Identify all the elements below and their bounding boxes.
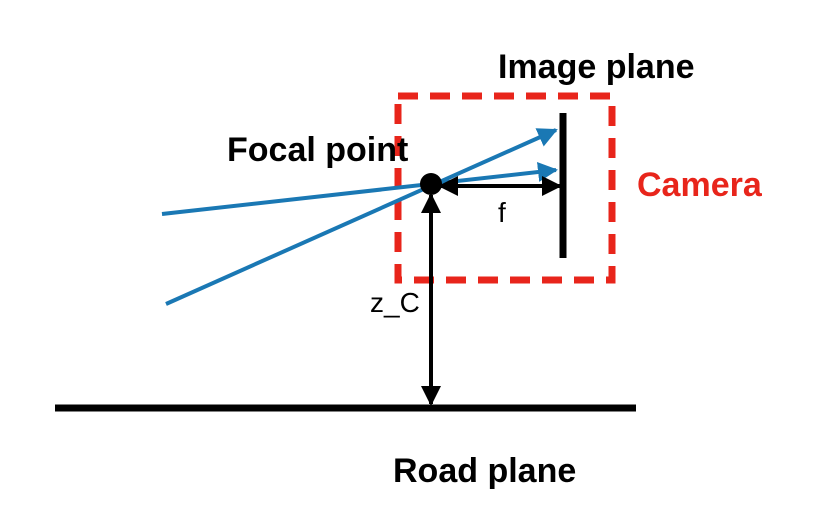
road-plane-label: Road plane <box>393 452 576 490</box>
ray-lower <box>165 128 558 306</box>
focal-point-dot <box>420 173 442 195</box>
focal-length-label: f <box>498 197 506 228</box>
focal-point-label: Focal point <box>227 131 408 169</box>
ray-upper <box>161 162 558 216</box>
camera-height-label: z_C <box>370 287 420 318</box>
image-plane-label: Image plane <box>498 48 695 86</box>
camera-label: Camera <box>637 166 763 204</box>
